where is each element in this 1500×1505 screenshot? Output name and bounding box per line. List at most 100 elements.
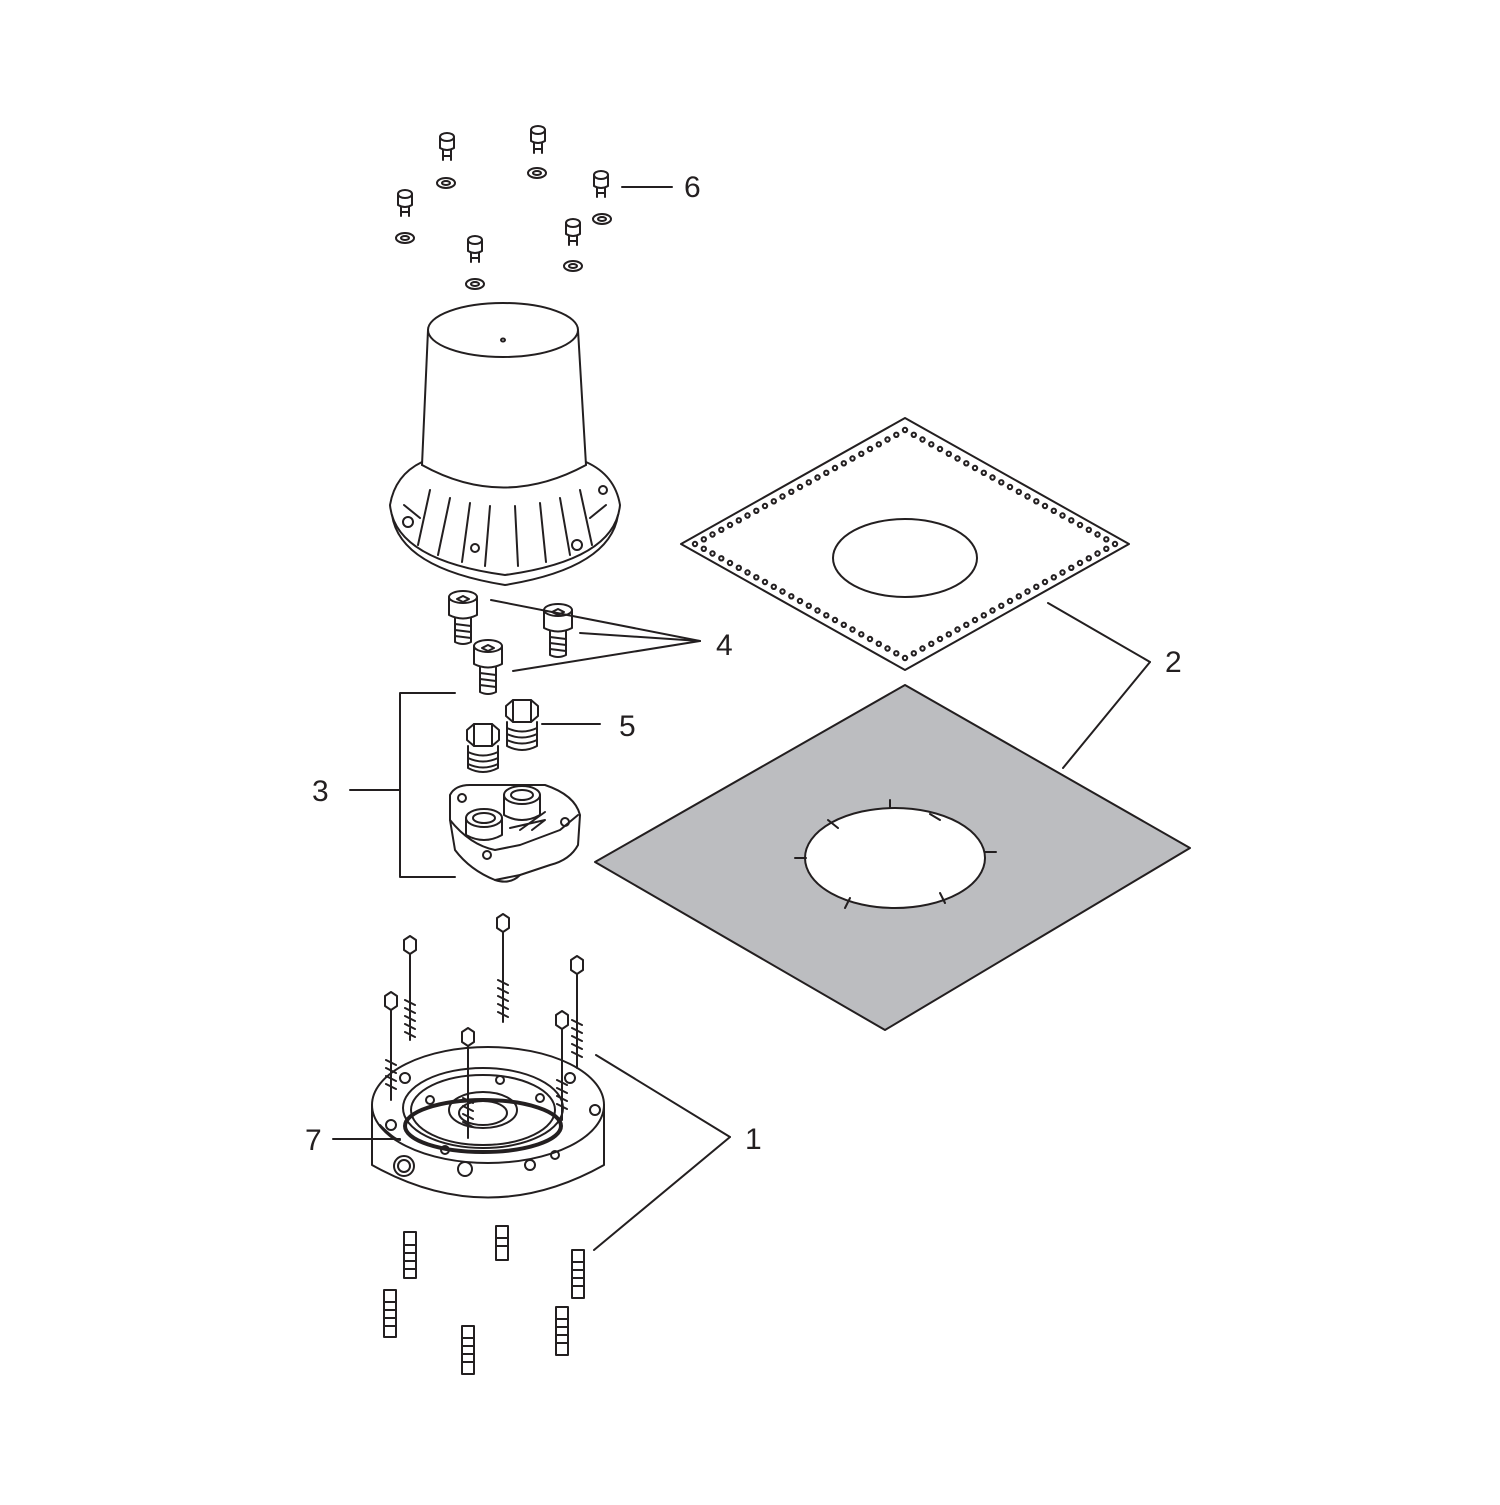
perforation-hole	[989, 607, 996, 614]
perforation-hole	[840, 621, 847, 628]
washer	[592, 213, 612, 225]
perforation-hole	[1085, 555, 1093, 562]
perforation-hole	[928, 441, 935, 448]
small-screw	[467, 235, 483, 263]
sealing-membrane-solid	[594, 684, 1191, 1031]
perforation-hole	[884, 436, 891, 443]
perforation-hole	[1041, 502, 1049, 510]
small-screw	[439, 132, 455, 161]
perforation-hole	[849, 626, 856, 633]
perforation-hole	[954, 455, 961, 462]
callout-5: 5	[619, 710, 636, 743]
perforation-hole	[1033, 498, 1040, 505]
perforation-hole	[1015, 488, 1022, 495]
perforation-hole	[788, 488, 795, 495]
perforation-hole	[718, 555, 725, 562]
sealing-membrane-perforated	[680, 417, 1130, 671]
small-screw	[565, 218, 581, 246]
perforation-hole	[884, 645, 891, 652]
callout-6: 6	[684, 171, 701, 204]
perforation-hole	[831, 464, 839, 472]
perforations	[691, 426, 1119, 662]
perforation-hole	[971, 616, 979, 624]
perforation-hole	[1059, 512, 1066, 519]
perforation-hole	[1024, 493, 1031, 500]
perforation-hole	[998, 479, 1005, 486]
perforation-hole	[691, 540, 699, 548]
perforation-hole	[936, 445, 944, 453]
perforation-hole	[1094, 531, 1101, 538]
perforation-hole	[770, 498, 777, 505]
cap-screws	[448, 590, 573, 695]
perforation-hole	[814, 474, 821, 481]
callout-3: 3	[312, 775, 329, 808]
cap-screw	[448, 590, 478, 645]
perforation-hole	[910, 650, 917, 657]
perforation-hole	[1015, 593, 1022, 600]
perforation-hole	[831, 616, 839, 624]
perforation-hole	[858, 450, 865, 457]
threaded-studs	[383, 1225, 585, 1375]
perforation-hole	[866, 445, 874, 453]
perforation-hole	[963, 460, 970, 467]
perforation-hole	[980, 612, 987, 619]
perforation-hole	[700, 545, 707, 552]
perforation-hole	[840, 460, 847, 467]
perforation-hole	[805, 602, 812, 609]
washer	[436, 177, 456, 189]
perforation-hole	[1050, 507, 1058, 514]
cap-screw	[473, 639, 503, 695]
perforation-hole	[744, 512, 751, 519]
perforation-hole	[753, 574, 760, 581]
callout-2: 2	[1165, 646, 1182, 679]
small-screw	[397, 189, 413, 217]
perforation-hole	[1068, 564, 1075, 571]
base-body	[371, 1046, 605, 1199]
perforation-hole	[1006, 597, 1014, 605]
perforation-hole	[1006, 483, 1014, 491]
perforation-hole	[1103, 536, 1110, 543]
leader-lines-2	[1047, 602, 1151, 769]
perforation-hole	[735, 564, 742, 571]
perforation-hole	[770, 583, 777, 590]
perforation-hole	[936, 635, 944, 643]
perforation-hole	[761, 578, 769, 586]
callout-4: 4	[716, 629, 733, 662]
perforation-hole	[761, 502, 769, 510]
perforation-hole	[1059, 569, 1066, 576]
perforation-hole	[998, 602, 1005, 609]
washer	[527, 167, 547, 179]
perforation-hole	[788, 593, 795, 600]
plug	[505, 699, 539, 751]
perforation-hole	[1094, 550, 1101, 557]
perforation-hole	[866, 635, 874, 643]
perforation-hole	[1050, 574, 1058, 581]
o-ring	[403, 1098, 563, 1154]
perforation-hole	[875, 640, 882, 647]
perforation-hole	[1033, 583, 1040, 590]
perforation-hole	[901, 426, 909, 434]
callout-7: 7	[305, 1124, 322, 1157]
leader-lines-4	[490, 599, 701, 672]
perforation-hole	[814, 607, 821, 614]
small-screw	[593, 170, 609, 198]
perforation-hole	[910, 431, 917, 438]
perforation-hole	[709, 550, 716, 557]
perforation-hole	[963, 621, 970, 628]
perforation-hole	[709, 531, 716, 538]
perforation-hole	[928, 640, 935, 647]
perforation-hole	[901, 654, 909, 662]
small-screws-with-washers	[395, 125, 612, 290]
plug	[466, 723, 500, 773]
perforation-hole	[849, 455, 856, 462]
perforation-hole	[805, 479, 812, 486]
bracket-3	[399, 692, 456, 878]
perforation-hole	[945, 631, 952, 638]
perforation-hole	[718, 526, 725, 533]
perforation-hole	[796, 483, 804, 491]
connection-block	[449, 784, 581, 883]
perforation-hole	[796, 597, 804, 605]
perforation-hole	[823, 612, 830, 619]
perforation-hole	[744, 569, 751, 576]
perforation-hole	[735, 517, 742, 524]
